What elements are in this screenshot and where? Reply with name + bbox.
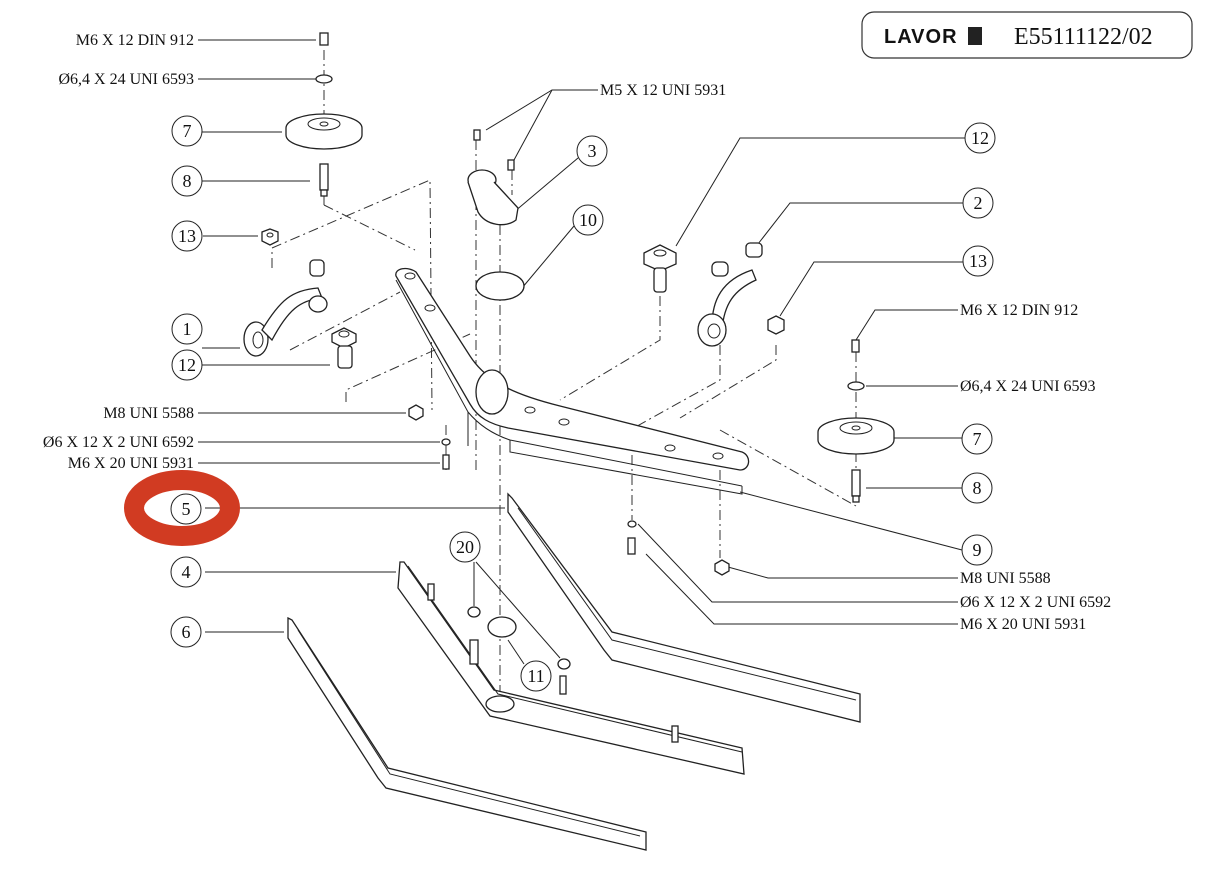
arm-2-right [697, 242, 763, 347]
label-m6x12-left: M6 X 12 DIN 912 [76, 32, 194, 49]
oring-11 [487, 616, 517, 638]
balloon-8-right[interactable]: 8 [961, 472, 993, 504]
svg-text:13: 13 [178, 226, 196, 246]
nut-20-b [557, 658, 571, 670]
label-washer-6592-right: Ø6 X 12 X 2 UNI 6592 [960, 594, 1111, 611]
svg-text:3: 3 [588, 141, 597, 161]
title-block: LAVOR E55111122/02 [861, 11, 1193, 59]
label-washer-6593-left: Ø6,4 X 24 UNI 6593 [58, 71, 194, 88]
balloon-1[interactable]: 1 [171, 313, 203, 345]
balloon-8-left[interactable]: 8 [171, 165, 203, 197]
balloon-20[interactable]: 20 [449, 531, 481, 563]
balloon-6[interactable]: 6 [170, 616, 202, 648]
balloon-7-right[interactable]: 7 [961, 423, 993, 455]
blade-5 [507, 492, 861, 723]
label-m6x20-right: M6 X 20 UNI 5931 [960, 616, 1086, 633]
elbow-3 [467, 169, 519, 226]
svg-text:6: 6 [182, 622, 191, 642]
label-m6x12-right: M6 X 12 DIN 912 [960, 302, 1078, 319]
parts [243, 32, 895, 851]
svg-text:2: 2 [974, 193, 983, 213]
oring-10 [475, 271, 525, 301]
svg-text:20: 20 [456, 537, 474, 557]
highlight-ring [124, 470, 240, 546]
label-m8-left: M8 UNI 5588 [103, 405, 194, 422]
star-knob-13-left [261, 228, 279, 246]
label-m6x20-left: M6 X 20 UNI 5931 [68, 455, 194, 472]
label-washer-6592-left: Ø6 X 12 X 2 UNI 6592 [43, 434, 194, 451]
pin-8-right [851, 469, 861, 503]
balloon-13-right[interactable]: 13 [962, 245, 994, 277]
washer-6592-right [627, 520, 637, 528]
star-knob-13-right [767, 315, 785, 335]
blade-6 [287, 616, 647, 851]
svg-text:13: 13 [969, 251, 987, 271]
balloon-12-right[interactable]: 12 [964, 122, 996, 154]
screw-m5-b [507, 159, 515, 171]
wheel-7-right [817, 417, 895, 455]
washer-left [315, 74, 333, 84]
blade-holder-4 [397, 561, 745, 775]
balloon-7-left[interactable]: 7 [171, 115, 203, 147]
balloon-9[interactable]: 9 [961, 534, 993, 566]
squeegee-body-9 [395, 267, 750, 495]
hardware-labels-left: M6 X 12 DIN 912 Ø6,4 X 24 UNI 6593 M8 UN… [43, 32, 194, 472]
brand-logo-mark [968, 27, 982, 45]
screw-m5-a [473, 129, 481, 141]
brand-logo: LAVOR [884, 26, 958, 48]
balloon-12-left[interactable]: 12 [171, 349, 203, 381]
knob-12-right [643, 244, 677, 293]
svg-text:4: 4 [182, 562, 191, 582]
hardware-labels-right: M6 X 12 DIN 912 Ø6,4 X 24 UNI 6593 M8 UN… [960, 302, 1111, 633]
label-m5x12-top: M5 X 12 UNI 5931 [600, 82, 726, 99]
balloon-11[interactable]: 11 [520, 660, 552, 692]
svg-text:1: 1 [183, 319, 192, 339]
balloon-3[interactable]: 3 [576, 135, 608, 167]
screw-m6x12-left [319, 32, 329, 46]
label-m8-right: M8 UNI 5588 [960, 570, 1051, 587]
knob-12-left [331, 327, 357, 369]
svg-text:9: 9 [973, 540, 982, 560]
label-washer-6593-right: Ø6,4 X 24 UNI 6593 [960, 378, 1096, 395]
svg-text:10: 10 [579, 210, 597, 230]
screw-m6x20-left [442, 454, 450, 470]
screw-m6x20-right [627, 537, 636, 555]
washer-right [847, 381, 865, 391]
svg-text:8: 8 [973, 478, 982, 498]
svg-text:12: 12 [178, 355, 196, 375]
svg-text:8: 8 [183, 171, 192, 191]
svg-text:11: 11 [527, 666, 544, 686]
svg-text:7: 7 [183, 121, 192, 141]
drawing-code: E55111122/02 [1014, 24, 1153, 50]
svg-text:5: 5 [182, 499, 191, 519]
wheel-7-left [285, 113, 363, 150]
arm-1-left [243, 259, 328, 357]
nut-m8-right [714, 559, 730, 576]
nut-m8-left [408, 404, 424, 421]
part-balloons: 1 2 3 4 5 6 7 7 8 8 9 10 11 12 12 13 13 … [170, 115, 996, 692]
balloon-4[interactable]: 4 [170, 556, 202, 588]
balloon-2[interactable]: 2 [962, 187, 994, 219]
balloon-13-left[interactable]: 13 [171, 220, 203, 252]
svg-text:12: 12 [971, 128, 989, 148]
washer-6592-left [441, 438, 451, 446]
leader-lines [198, 39, 966, 665]
balloon-10[interactable]: 10 [572, 204, 604, 236]
balloon-5[interactable]: 5 [170, 493, 202, 525]
nut-20-a [467, 606, 481, 618]
screw-m6x12-right [851, 339, 860, 353]
svg-text:7: 7 [973, 429, 982, 449]
pin-8-left [319, 163, 329, 197]
